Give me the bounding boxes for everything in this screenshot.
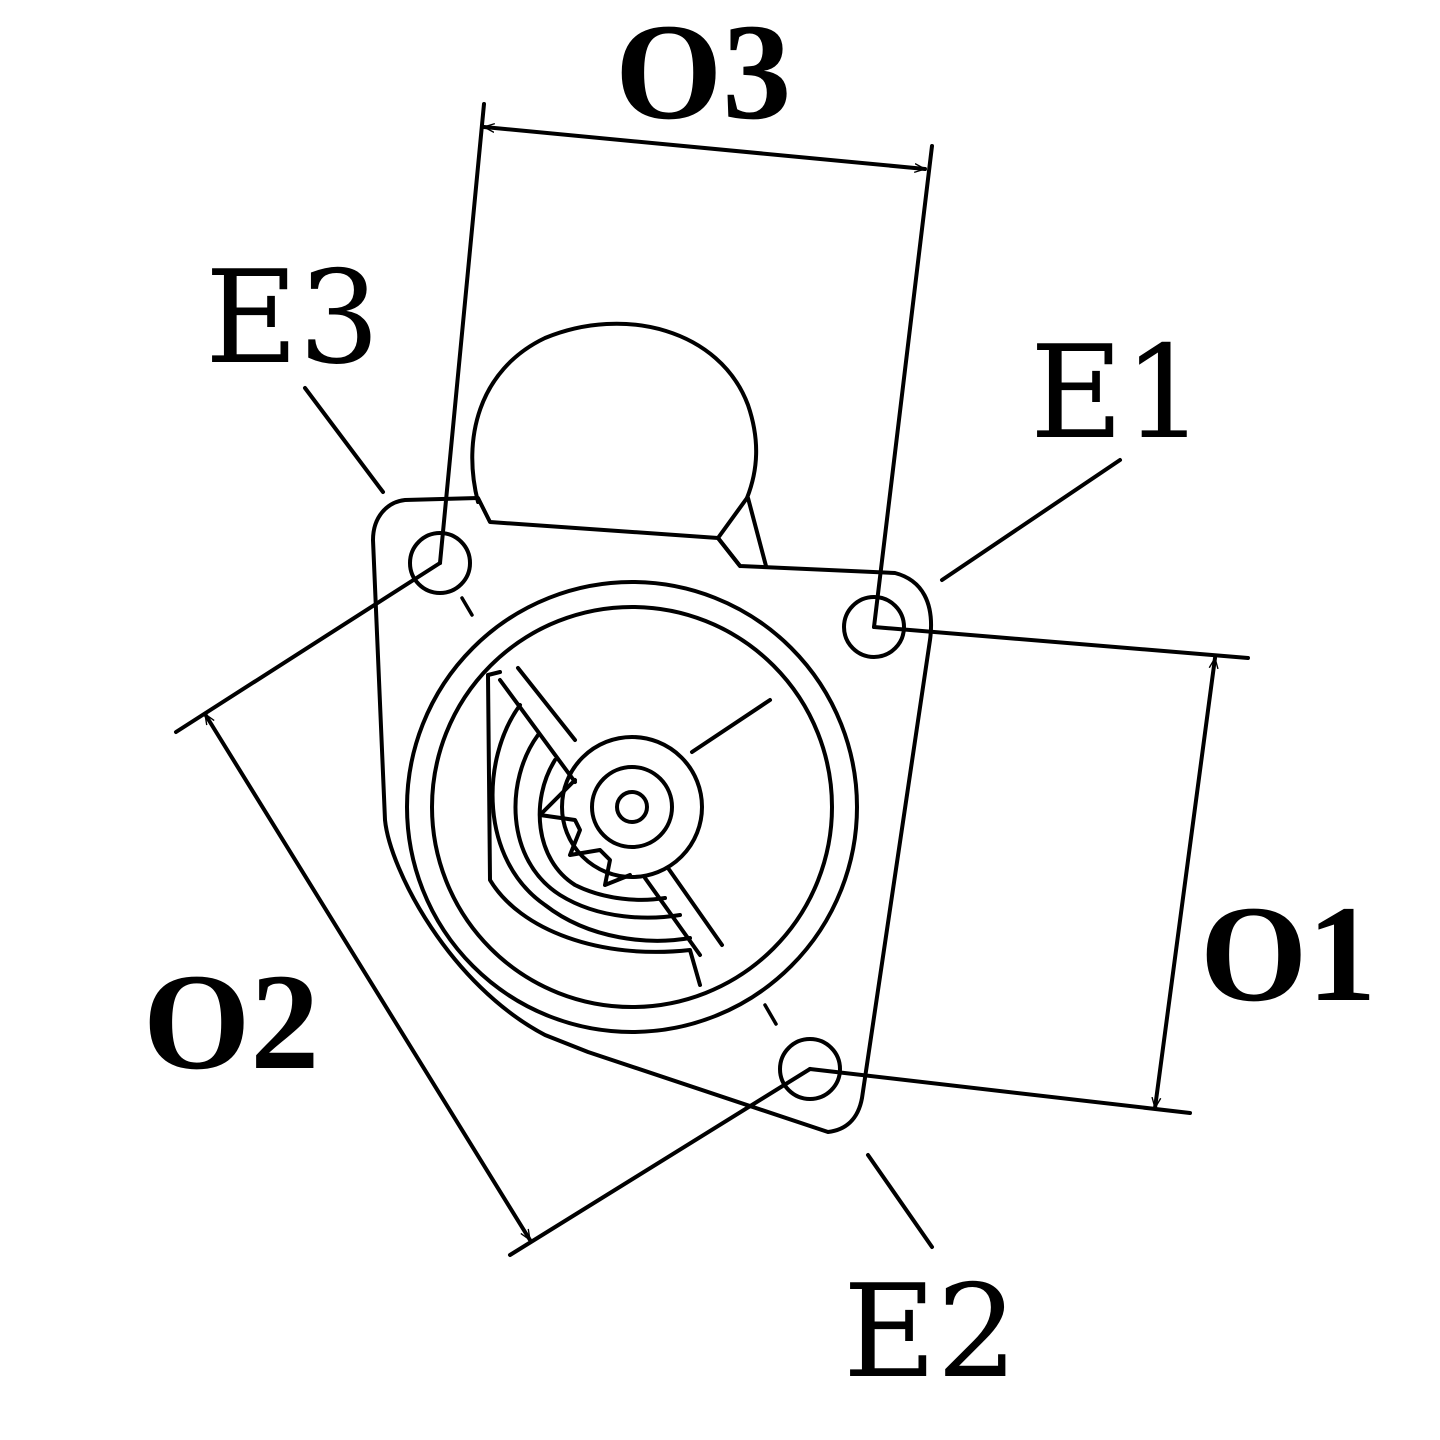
e2-leader xyxy=(866,1153,934,1249)
shaft-boss xyxy=(560,735,704,879)
fork-line-upper-b xyxy=(516,666,577,742)
fork-line-upper-a xyxy=(498,678,577,784)
flange-outline xyxy=(371,496,933,1134)
o3-extension-right xyxy=(872,144,934,629)
fork-line-lower-a xyxy=(643,876,702,957)
mount-hole-e1 xyxy=(842,595,906,659)
label-o2: O2 xyxy=(143,945,319,1098)
solenoid-dome xyxy=(470,321,759,504)
pinion-teeth xyxy=(538,778,632,887)
drive-arc-2 xyxy=(490,703,692,943)
pilot-outer-ring xyxy=(405,580,859,1034)
mount-hole-e2 xyxy=(778,1037,842,1101)
solenoid-neck xyxy=(716,496,768,568)
drive-arc-4 xyxy=(537,758,667,902)
o2-dimension-line xyxy=(203,712,532,1242)
drive-arc-outer xyxy=(486,670,702,987)
mount-hole-e3 xyxy=(408,531,472,595)
o1-extension-bottom xyxy=(808,1067,1192,1115)
e1-leader xyxy=(940,458,1122,582)
fork-line-right xyxy=(690,698,772,754)
o2-extension-top xyxy=(174,561,442,734)
shaft-center xyxy=(615,790,649,824)
o3-dimension-line xyxy=(482,127,927,169)
o1-dimension-line xyxy=(1155,656,1215,1110)
label-e1: E1 xyxy=(1030,319,1205,468)
label-e3: E3 xyxy=(205,244,380,393)
label-o1: O1 xyxy=(1200,877,1376,1030)
dash-mark-lower xyxy=(763,1003,778,1026)
dash-mark-upper xyxy=(460,596,474,617)
shaft-collar xyxy=(590,765,674,849)
label-o3: O3 xyxy=(615,0,791,148)
o3-extension-left xyxy=(438,102,486,565)
e3-leader xyxy=(303,386,385,494)
fork-line-lower-b xyxy=(666,866,724,947)
label-e2: E2 xyxy=(843,1258,1018,1407)
o1-extension-top xyxy=(872,625,1250,660)
o2-extension-bottom xyxy=(508,1067,812,1257)
